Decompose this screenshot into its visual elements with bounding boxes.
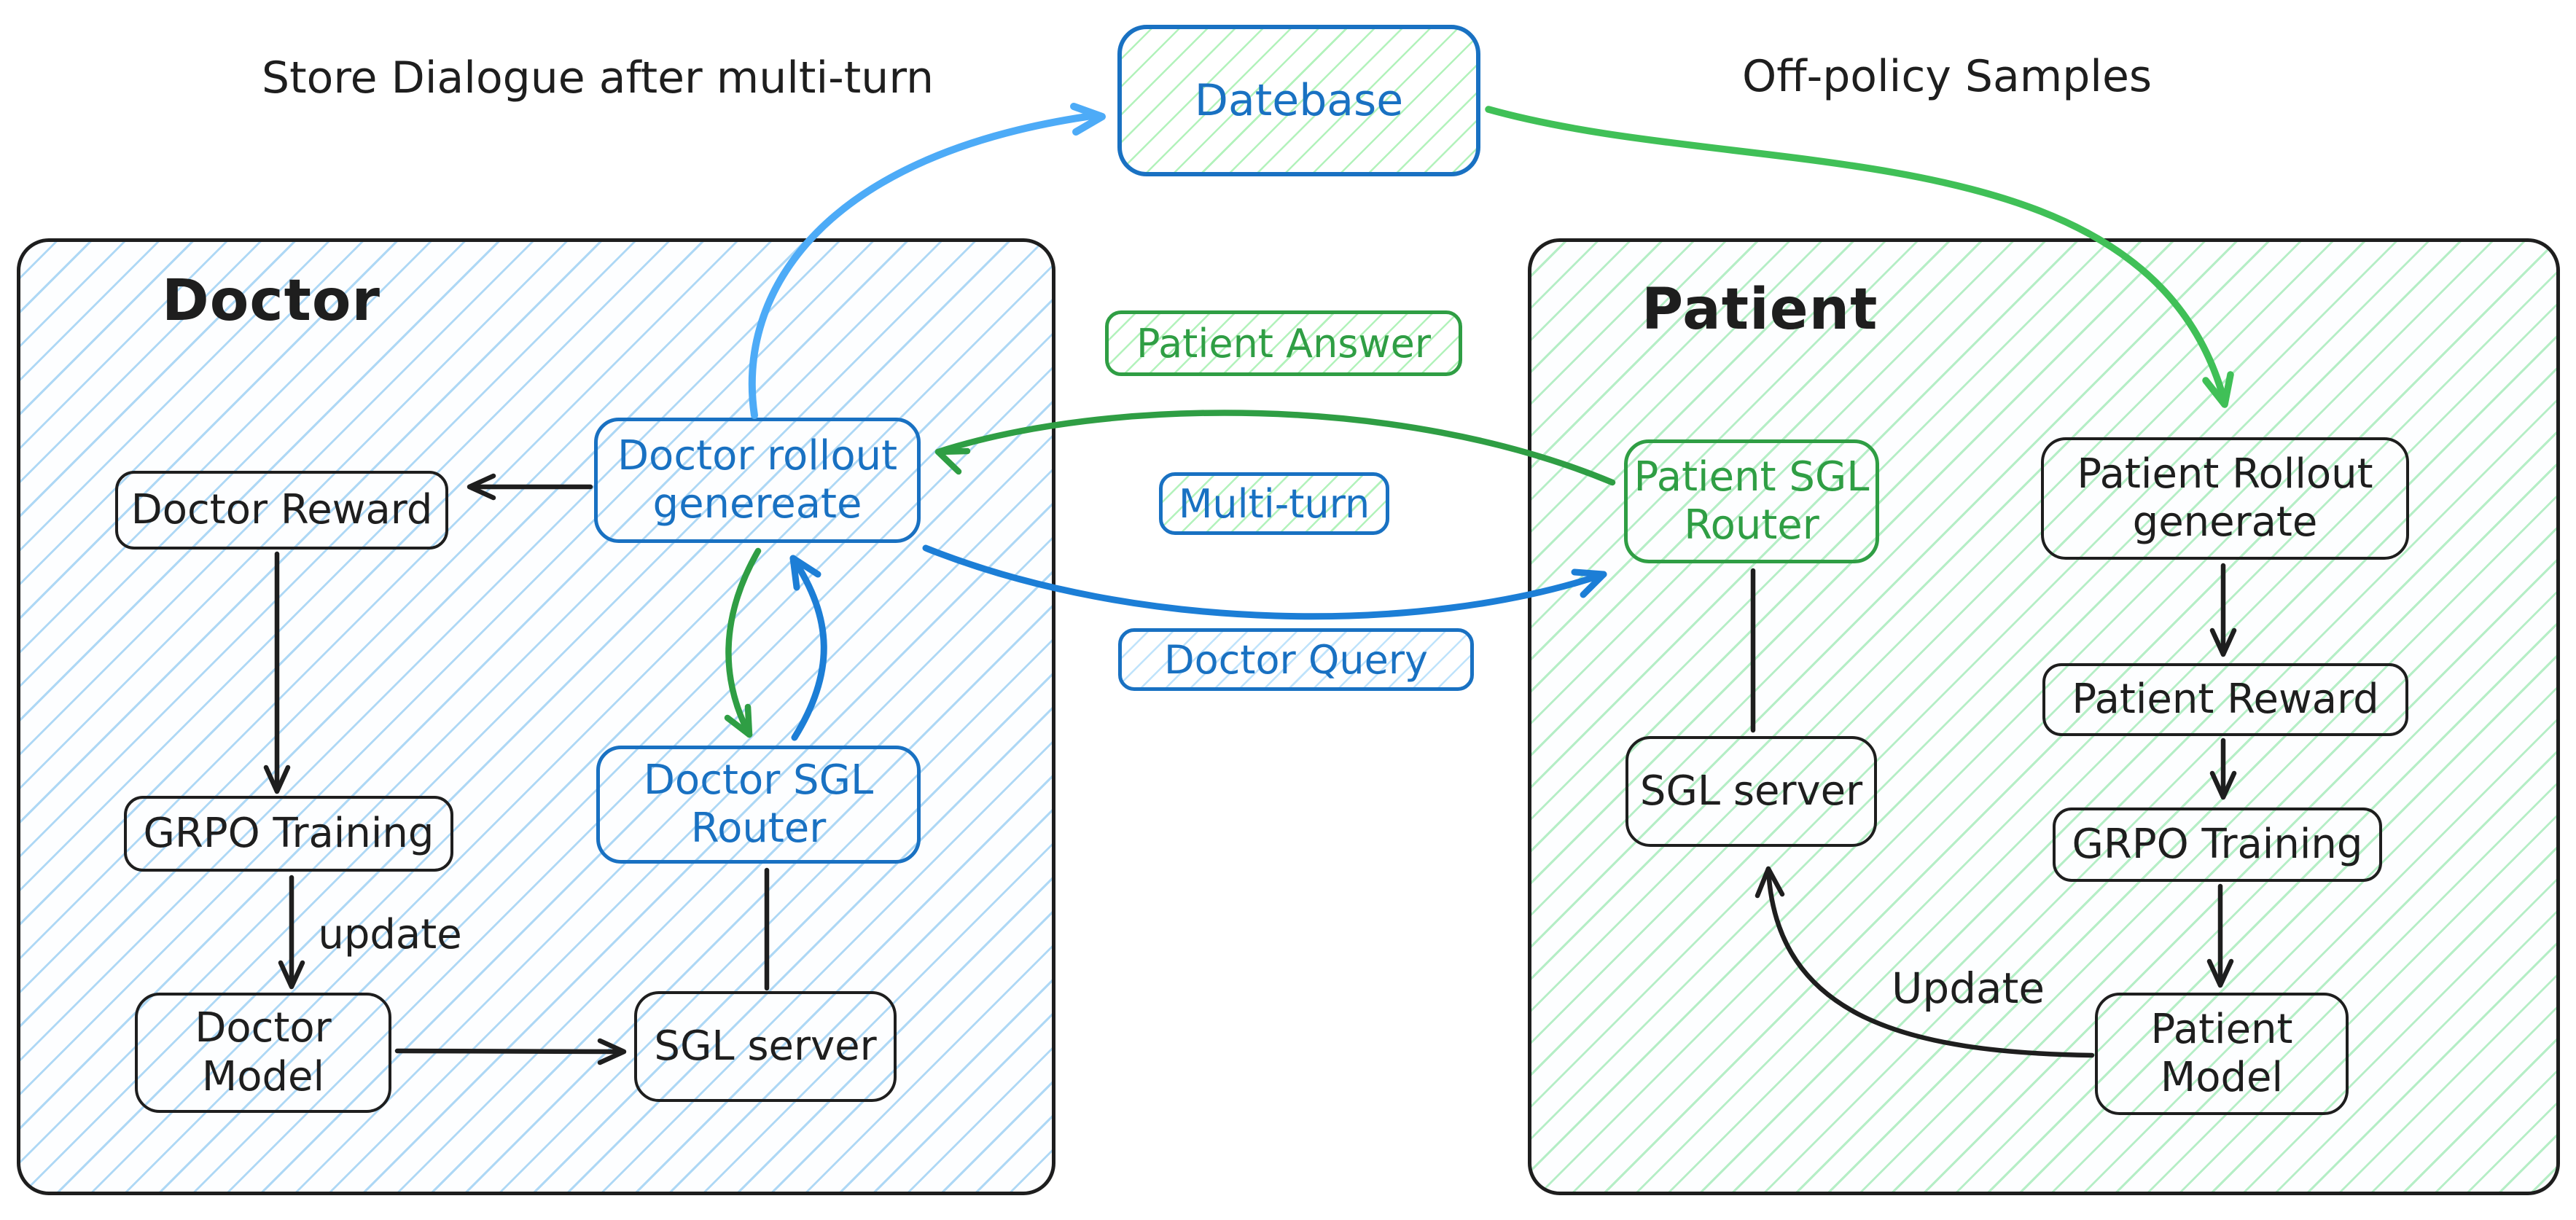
patient-grpo-training-node: GRPO Training <box>2053 808 2382 882</box>
patient-sgl-router-node: Patient SGL Router <box>1624 439 1879 563</box>
patient-rollout-generate-node: Patient Rollout generate <box>2041 437 2409 560</box>
doctor-reward-node: Doctor Reward <box>115 471 448 550</box>
doctor-rollout-generate-node: Doctor rollout genereate <box>594 418 921 543</box>
store-dialogue-label: Store Dialogue after multi-turn <box>262 52 934 103</box>
doctor-model-node: Doctor Model <box>135 993 391 1113</box>
patient-sgl-server-node: SGL server <box>1625 736 1877 847</box>
doctor-title: Doctor <box>162 268 380 334</box>
database-node: Datebase <box>1117 25 1480 176</box>
patient-answer-badge: Patient Answer <box>1105 310 1462 376</box>
patient-update-label: Update <box>1891 963 2045 1013</box>
off-policy-label: Off-policy Samples <box>1742 51 2152 102</box>
doctor-query-badge: Doctor Query <box>1118 628 1474 691</box>
doctor-update-label: update <box>318 911 462 958</box>
doctor-grpo-training-node: GRPO Training <box>124 796 453 872</box>
database-label: Datebase <box>1194 75 1404 126</box>
doctor-sgl-router-node: Doctor SGL Router <box>596 746 921 864</box>
patient-model-node: Patient Model <box>2095 993 2349 1115</box>
doctor-sgl-server-node: SGL server <box>634 991 897 1102</box>
patient-title: Patient <box>1642 277 1878 343</box>
multi-turn-badge: Multi-turn <box>1159 472 1389 535</box>
patient-reward-node: Patient Reward <box>2042 663 2408 736</box>
